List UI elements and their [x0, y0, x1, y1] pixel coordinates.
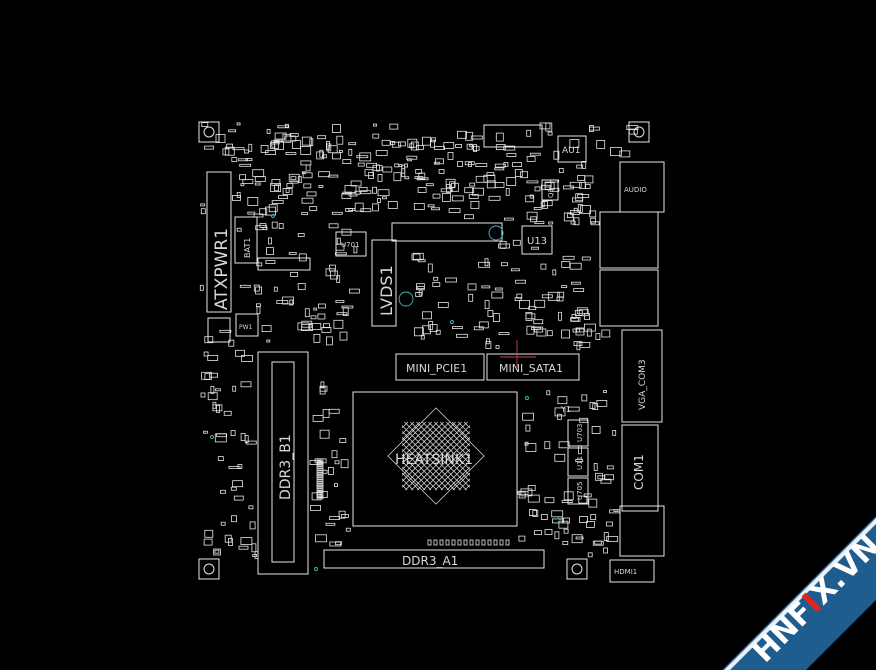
soc-bga-footprint: [387, 407, 485, 505]
ddr3-b-slot: [257, 351, 309, 575]
pw1-part: [235, 313, 259, 337]
header-left: [257, 257, 311, 271]
lvds-label: LVDS1: [377, 265, 396, 316]
usb-stack-1: [599, 211, 659, 269]
atx-power-connector: [206, 171, 232, 313]
mini-pcie-slot: [395, 353, 485, 381]
audio-label: AUDIO: [624, 186, 647, 194]
header-center: [391, 222, 503, 242]
u13-label: U13: [527, 236, 547, 247]
hdmi-label: HDMI1: [614, 568, 637, 576]
ddr3-a-slot: [323, 549, 545, 569]
au1-label: AU1: [562, 146, 580, 156]
atx-label: ATXPWR1: [212, 228, 232, 310]
mini-sata-slot: [486, 353, 580, 381]
bat-label: BAT1: [243, 238, 252, 258]
mount-hole-bottom-left: [198, 558, 220, 580]
u13-chip: [521, 225, 553, 255]
hdmi-label-box: [609, 559, 655, 583]
com1-connector: [621, 424, 659, 512]
u11-chip: [567, 447, 589, 477]
vga-label: VGA_COM3: [638, 359, 648, 410]
mount-hole-top-right: [628, 121, 650, 143]
q3-transistor: [541, 179, 559, 201]
lvds-connector: [371, 239, 397, 327]
com1-label: COM1: [632, 454, 646, 490]
header-top: [483, 124, 543, 148]
mini-sata-label: MINI_SATA1: [499, 362, 563, 375]
heatsink-outline: [352, 391, 518, 527]
watermark-banner: HNFIX.VN: [722, 516, 876, 670]
battery-holder: [234, 216, 258, 264]
mount-hole-bottom-right: [566, 558, 588, 580]
ddr3-a-label: DDR3_A1: [402, 554, 458, 568]
au1-chip: [557, 135, 587, 163]
u703-chip: [567, 419, 589, 447]
u701-label: U701: [341, 241, 359, 249]
vga-com3-connector: [621, 329, 663, 423]
ddr3-b-label: DDR3_B1: [278, 434, 294, 500]
crosshair-marker: [500, 340, 536, 368]
u705-label: U705: [576, 482, 584, 500]
via-markers: [210, 214, 562, 571]
u703-label: U703: [576, 424, 584, 442]
heatsink-label: HEATSINK1: [395, 452, 473, 468]
u11-label: U11: [576, 456, 584, 470]
mount-hole-top-left: [198, 121, 220, 143]
y1-label: Y1: [560, 405, 571, 414]
u705-chip: [567, 477, 589, 505]
mini-pcie-label: MINI_PCIE1: [406, 362, 467, 375]
pw1-label: PW1: [239, 324, 253, 331]
usb-stack-2: [599, 269, 659, 327]
q3-label: Q3: [547, 188, 555, 198]
hdmi-connector: [619, 505, 665, 557]
